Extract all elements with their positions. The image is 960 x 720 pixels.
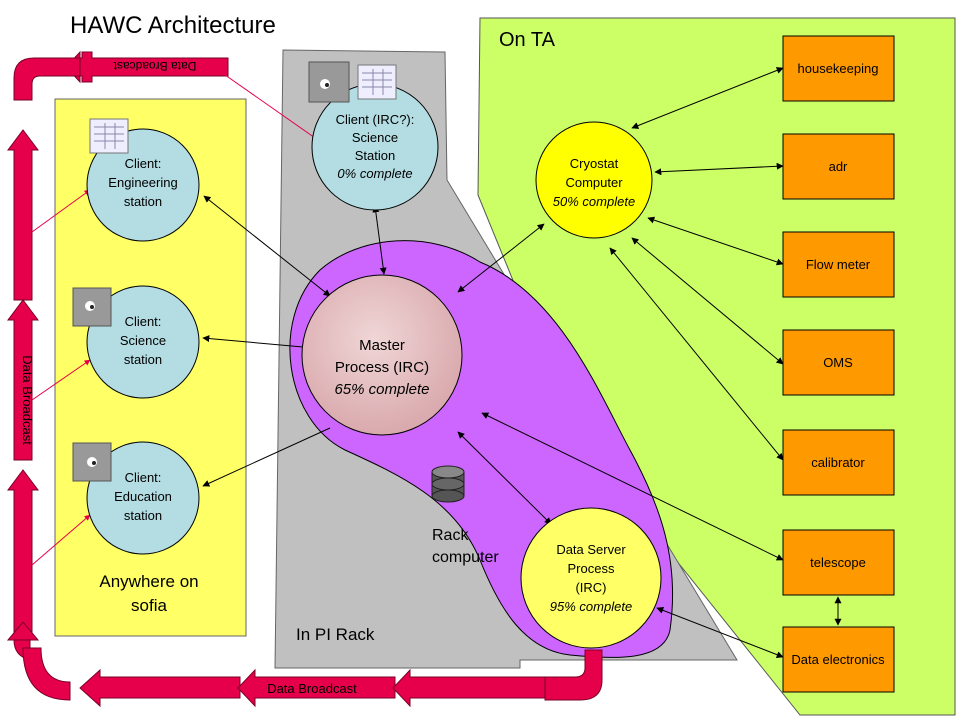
client-engineering-line2: Engineering xyxy=(108,175,177,190)
link-master-cryostat xyxy=(457,223,545,293)
oms-label: OMS xyxy=(823,355,853,370)
client-engineering-line3: station xyxy=(124,194,162,209)
flow-meter-label: Flow meter xyxy=(806,257,871,272)
cryostat-line2: Computer xyxy=(565,175,623,190)
broadcast-top-bend xyxy=(13,57,81,101)
client-irc-status: 0% complete xyxy=(337,166,412,181)
grayscale-thumbnail-icon xyxy=(308,61,350,103)
link-server-electronics xyxy=(656,607,784,658)
broadcast-bottom-arrow-3 xyxy=(392,668,546,708)
data-server-status: 95% complete xyxy=(550,599,632,614)
adr-label: adr xyxy=(829,159,848,174)
client-science-line2: Science xyxy=(120,333,166,348)
data-electronics-label: Data electronics xyxy=(791,652,885,667)
link-master-server xyxy=(457,431,552,525)
data-server-line2: Process xyxy=(568,561,615,576)
link-master-engineering xyxy=(203,195,331,297)
broadcast-feed-lines xyxy=(31,69,319,566)
master-process-node[interactable] xyxy=(301,274,463,436)
broadcast-bottom-arrow-2 xyxy=(237,668,396,708)
cryostat-line1: Cryostat xyxy=(570,156,619,171)
page-title: HAWC Architecture xyxy=(70,12,276,39)
broadcast-left-label: Data Broadcast xyxy=(20,355,35,445)
broadcast-bottom-label: Data Broadcast xyxy=(267,681,357,696)
cryostat-computer-node[interactable] xyxy=(535,121,653,239)
link-master-education xyxy=(202,427,331,487)
anywhere-label-2: sofia xyxy=(131,596,167,615)
housekeeping-box[interactable] xyxy=(782,35,895,102)
pi-rack-label: In PI Rack xyxy=(296,625,375,644)
on-ta-label: On TA xyxy=(499,29,556,51)
calibrator-box[interactable] xyxy=(782,429,895,496)
broadcast-server-bend xyxy=(544,649,603,701)
master-status: 65% complete xyxy=(334,381,429,398)
housekeeping-label: housekeeping xyxy=(798,61,879,76)
broadcast-left-arrow-1 xyxy=(7,129,39,301)
client-engineering-line1: Client: xyxy=(125,156,162,171)
database-icon xyxy=(431,465,465,503)
client-science-line3: station xyxy=(124,352,162,367)
grayscale-thumbnail-icon xyxy=(72,442,112,482)
adr-box[interactable] xyxy=(782,133,895,200)
oms-box[interactable] xyxy=(782,329,895,396)
client-irc-line1: Client (IRC?): xyxy=(336,112,415,127)
data-server-node[interactable] xyxy=(520,507,662,649)
data-broadcast-loop xyxy=(6,50,603,708)
data-electronics-box[interactable] xyxy=(782,626,895,693)
telescope-box[interactable] xyxy=(782,529,895,596)
link-master-client-irc xyxy=(372,205,387,275)
grayscale-thumbnail-icon xyxy=(72,287,112,327)
client-engineering-node[interactable] xyxy=(86,128,200,242)
data-server-line1: Data Server xyxy=(556,542,626,557)
rack-computer-label-2: computer xyxy=(432,549,499,566)
broadcast-bottom-arrow-1 xyxy=(79,668,241,708)
device-column: housekeeping adr Flow meter OMS calibrat… xyxy=(782,35,895,693)
data-server-line3: (IRC) xyxy=(575,580,606,595)
client-education-line2: Education xyxy=(114,489,172,504)
broadcast-top-arrow xyxy=(77,51,229,83)
rack-computer-label-1: Rack xyxy=(432,527,469,544)
broadcast-left-arrow-3 xyxy=(7,469,39,633)
client-education-node[interactable] xyxy=(86,441,200,555)
master-line2: Process (IRC) xyxy=(335,359,429,376)
cryostat-status: 50% complete xyxy=(553,194,635,209)
master-line1: Master xyxy=(359,337,405,354)
client-science-line1: Client: xyxy=(125,314,162,329)
spreadsheet-thumbnail-icon xyxy=(89,118,129,154)
client-irc-line2: Science xyxy=(352,130,398,145)
client-education-line1: Client: xyxy=(125,470,162,485)
broadcast-left-arrow-2 xyxy=(7,299,39,461)
client-irc-line3: Station xyxy=(355,148,395,163)
spreadsheet-thumbnail-icon xyxy=(357,64,397,100)
client-science-node[interactable] xyxy=(86,285,200,399)
link-cryostat-housekeeping xyxy=(631,67,784,129)
broadcast-top-label: Data Broadcast xyxy=(113,59,196,73)
connections xyxy=(202,67,842,658)
client-irc-node[interactable] xyxy=(311,83,439,211)
flow-meter-box[interactable] xyxy=(782,231,895,298)
link-master-science xyxy=(202,335,304,348)
client-education-line3: station xyxy=(124,508,162,523)
anywhere-label-1: Anywhere on xyxy=(99,572,198,591)
telescope-label: telescope xyxy=(810,555,866,570)
link-cryostat-adr xyxy=(654,162,784,176)
calibrator-label: calibrator xyxy=(811,455,865,470)
